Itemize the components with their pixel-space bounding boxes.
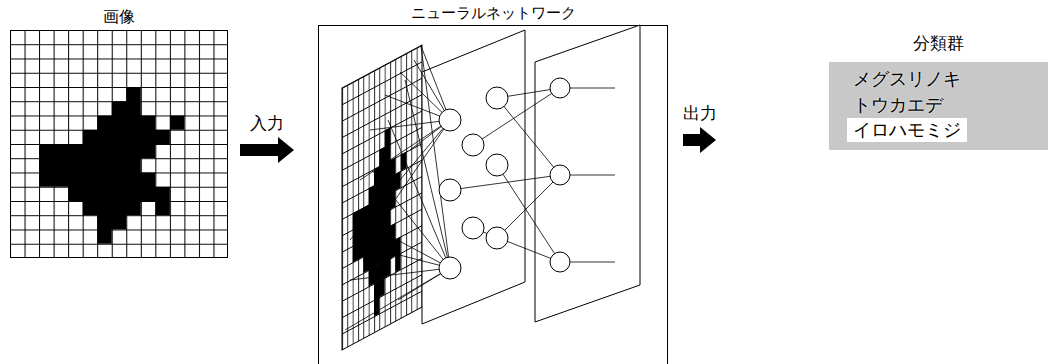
pixel-grid — [342, 45, 422, 350]
weight-line — [350, 46, 450, 240]
node-title: ニューラルネットワーク — [318, 2, 668, 24]
image-ground — [10, 30, 228, 258]
neuron — [462, 134, 484, 156]
weight-line — [345, 46, 450, 330]
image-outline — [11, 31, 228, 258]
neuron — [439, 179, 461, 201]
neuron — [486, 227, 508, 249]
image-frame: 画像 — [10, 4, 228, 258]
pixel-image — [10, 30, 228, 258]
neuron — [550, 78, 570, 98]
neuron — [439, 109, 461, 131]
node-title: 分類群 — [829, 32, 1048, 54]
neuron — [486, 154, 508, 176]
arrow-label: 入力 — [247, 112, 287, 134]
neuron — [462, 217, 484, 239]
node-text: トウカエデ — [829, 92, 1048, 118]
neuron — [550, 165, 570, 185]
weight-lines — [345, 46, 615, 330]
class-panel: 分類群メグスリノキトウカエデイロハモミジ — [829, 62, 1048, 150]
weight-line — [450, 88, 560, 262]
neurons — [439, 78, 570, 279]
flow-arrow — [683, 127, 716, 153]
arrow-label: 出力 — [680, 102, 720, 124]
pixel-grid — [10, 30, 228, 258]
node-text: イロハモミジ — [853, 118, 961, 142]
output-layer — [535, 25, 640, 322]
neuron — [439, 257, 461, 279]
network-frame: ニューラルネットワーク — [318, 0, 668, 364]
node-text: メグスリノキ — [829, 66, 1048, 92]
hidden-layer — [422, 30, 525, 324]
neuron — [550, 252, 570, 272]
flow-arrow — [240, 137, 294, 163]
neuron — [486, 87, 508, 109]
highlight-tag: イロハモミジ — [847, 118, 967, 142]
node-title: 画像 — [10, 6, 228, 28]
input-layer — [342, 45, 422, 350]
network-frame — [319, 26, 668, 364]
layer-outline — [342, 45, 422, 350]
layer-ground — [342, 45, 422, 350]
output-line — [570, 88, 615, 262]
